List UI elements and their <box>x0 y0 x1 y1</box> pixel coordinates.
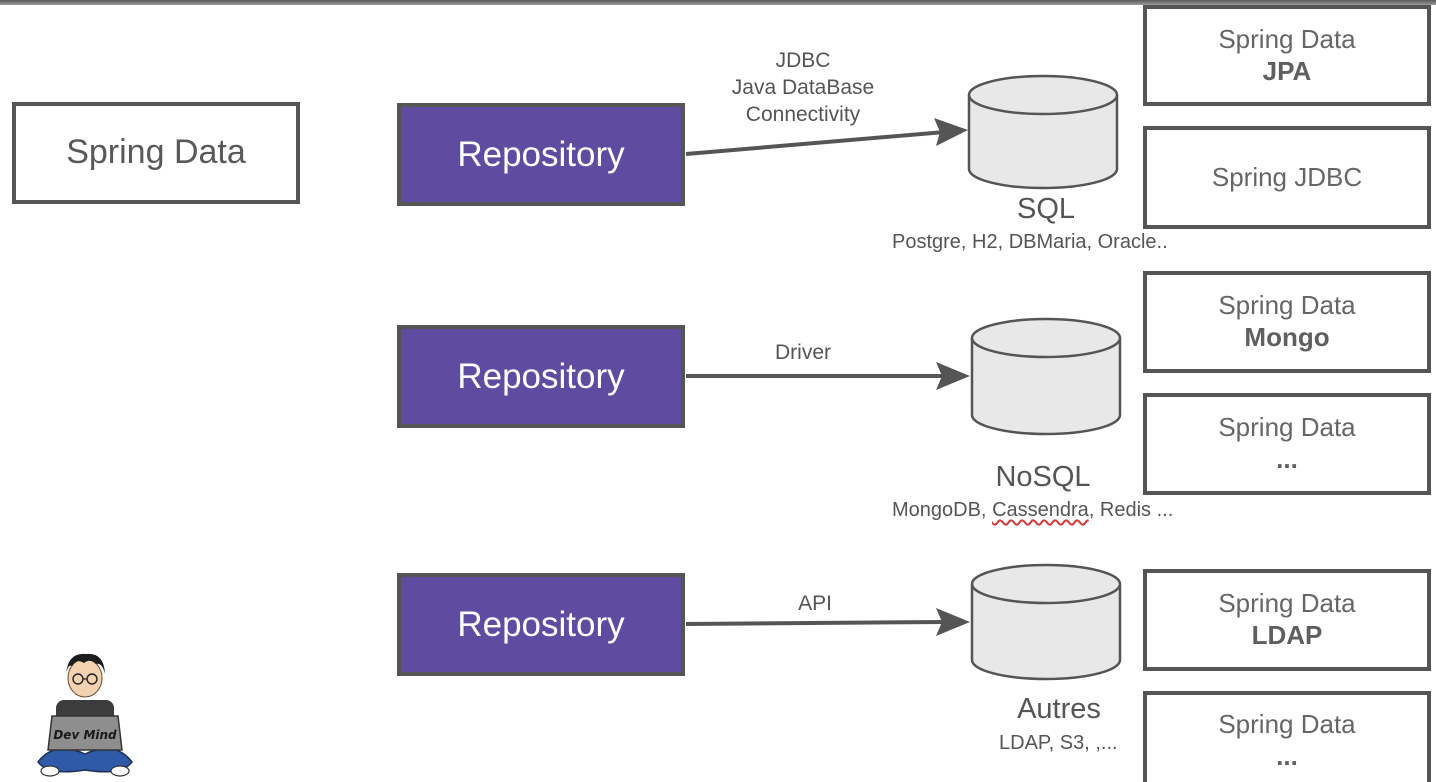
sql-title: SQL <box>1016 193 1076 225</box>
database-cylinder-nosql <box>970 317 1122 436</box>
module-line2: ... <box>1276 740 1298 771</box>
module-box-spring-data-other: Spring Data ... <box>1143 691 1431 782</box>
repository-label: Repository <box>457 604 625 644</box>
module-box-spring-data-jpa: Spring Data JPA <box>1143 5 1431 106</box>
nosql-example-text: , Redis ... <box>1088 499 1174 521</box>
repository-box-autres: Repository <box>397 573 685 676</box>
nosql-title: NoSQL <box>995 461 1091 493</box>
module-line1: Spring Data <box>1218 23 1356 54</box>
module-line1: Spring Data <box>1218 412 1356 443</box>
sql-examples: Postgre, H2, DBMaria, Oracle.. <box>892 231 1168 253</box>
module-box-spring-data-other-nosql: Spring Data ... <box>1143 393 1431 495</box>
jdbc-label-line: Java DataBase <box>731 75 875 99</box>
nosql-example-misspelled: Cassendra <box>992 499 1089 521</box>
module-line2: Mongo <box>1244 322 1330 352</box>
jdbc-label: JDBC Java DataBase Connectivity <box>703 48 903 129</box>
module-line2: LDAP <box>1251 620 1323 650</box>
top-bar <box>0 0 1436 5</box>
module-box-spring-data-ldap: Spring Data LDAP <box>1143 569 1431 671</box>
module-line1: Spring Data <box>1218 709 1356 739</box>
driver-label: Driver <box>703 340 903 367</box>
logo-text: Dev Mind <box>53 728 117 742</box>
spring-data-label: Spring Data <box>66 133 246 172</box>
repository-label: Repository <box>457 356 625 396</box>
module-line1: Spring JDBC <box>1211 161 1363 192</box>
database-cylinder-sql <box>967 74 1119 190</box>
spring-data-box: Spring Data <box>12 102 300 204</box>
repository-box-nosql: Repository <box>397 325 685 428</box>
driver-label-line: Driver <box>775 341 831 364</box>
module-box-spring-jdbc: Spring JDBC <box>1143 126 1431 229</box>
arrow-api <box>685 608 970 636</box>
module-line2: JPA <box>1262 55 1312 86</box>
autres-examples: LDAP, S3, ,... <box>999 732 1118 754</box>
nosql-example-text: MongoDB, <box>892 499 993 521</box>
repository-box-sql: Repository <box>397 103 685 206</box>
module-box-spring-data-mongo: Spring Data Mongo <box>1143 271 1431 373</box>
dev-mind-logo: Dev Mind <box>37 653 133 777</box>
nosql-examples: MongoDB, Cassendra, Redis ... <box>892 499 1173 522</box>
jdbc-label-line: Connectivity <box>745 102 861 126</box>
module-line1: Spring Data <box>1218 290 1356 321</box>
module-line1: Spring Data <box>1218 588 1356 619</box>
database-cylinder-autres <box>970 563 1122 681</box>
repository-label: Repository <box>457 134 625 174</box>
arrow-jdbc <box>685 118 968 156</box>
arrow-driver <box>686 362 970 390</box>
api-label: API <box>715 591 915 618</box>
api-label-line: API <box>798 592 832 615</box>
module-line2: ... <box>1276 444 1298 474</box>
autres-title: Autres <box>1017 693 1101 725</box>
jdbc-label-line: JDBC <box>775 49 831 72</box>
